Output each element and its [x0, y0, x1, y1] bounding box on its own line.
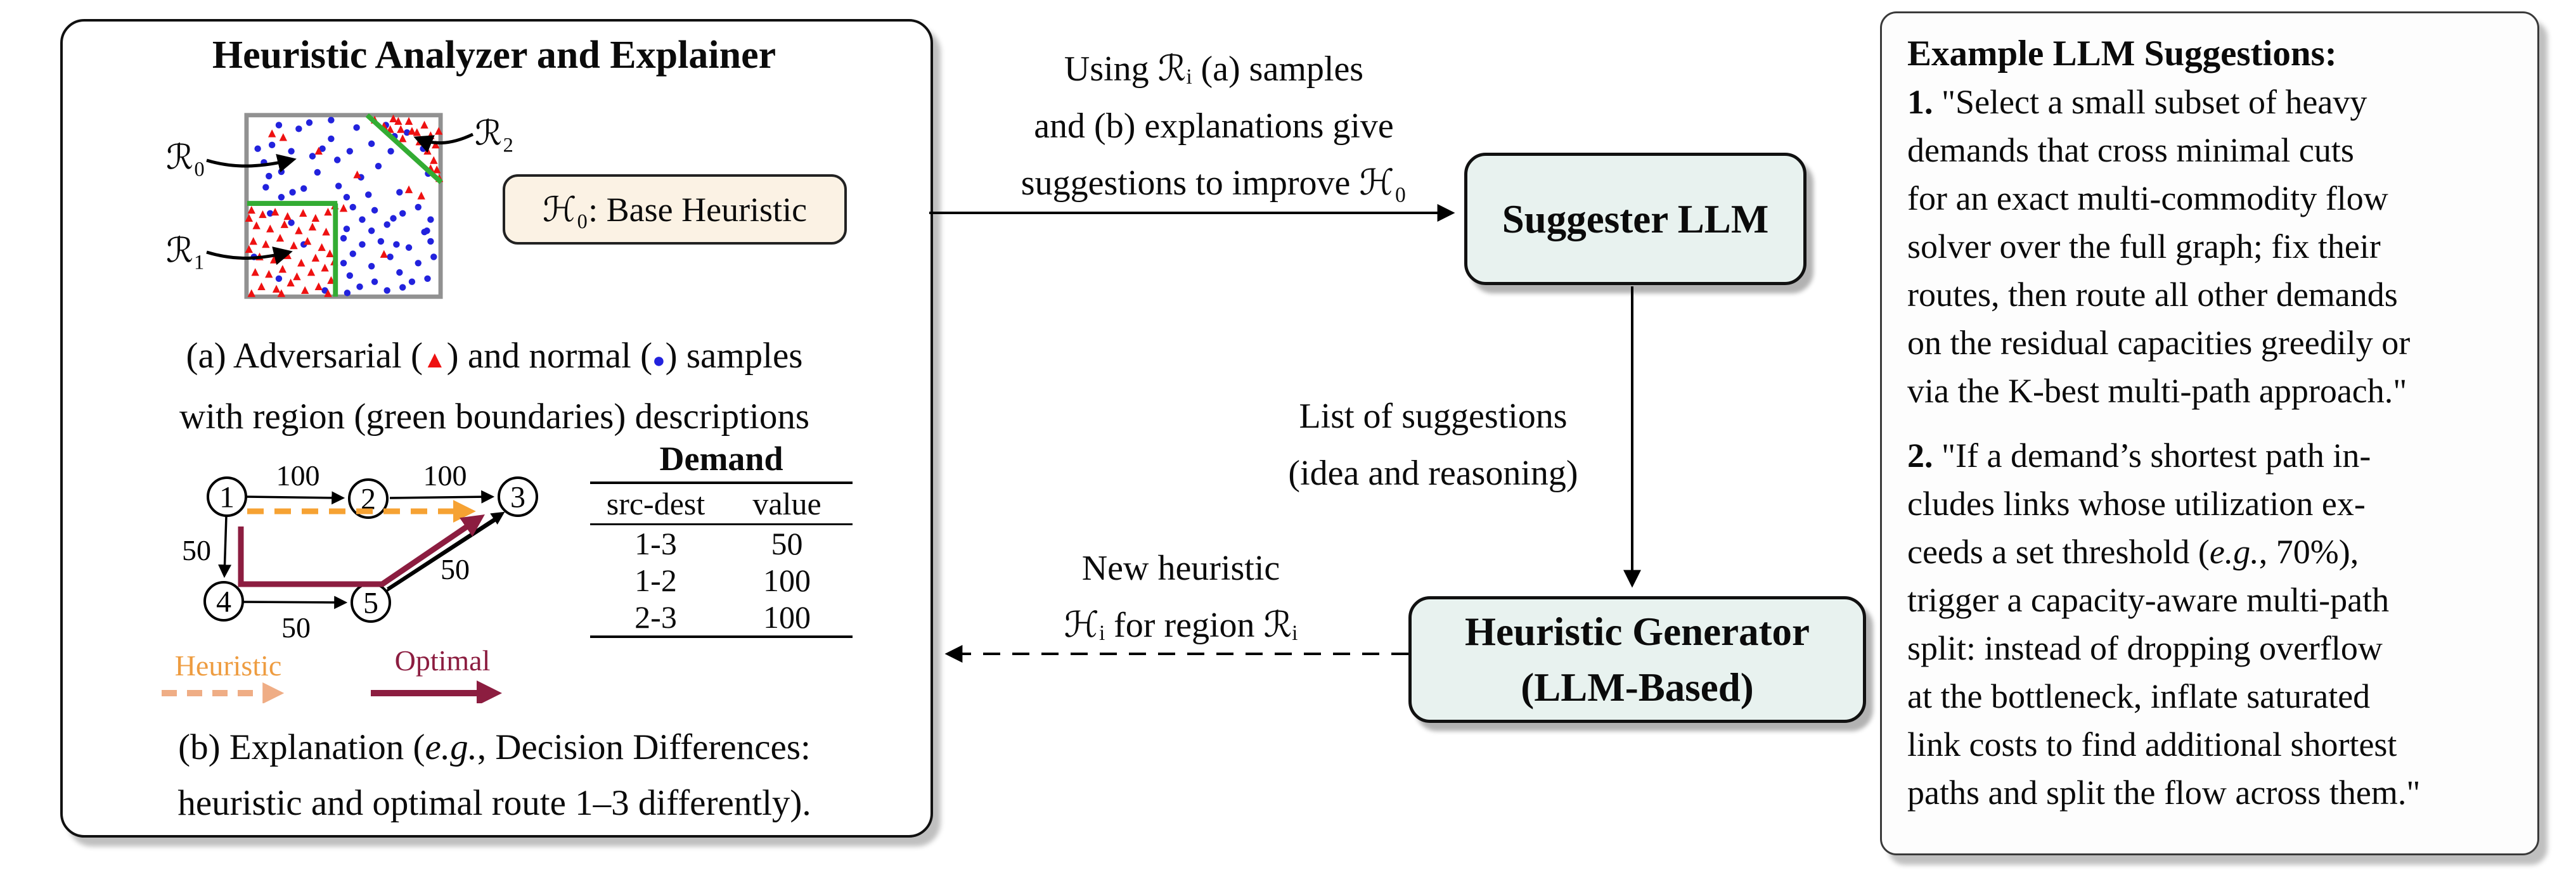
optimal-path [238, 514, 485, 587]
demand-bottom-rule [590, 635, 853, 638]
node-2 [348, 478, 389, 519]
demand-cell: 1-2 [634, 563, 677, 598]
heuristic-generator-box: Heuristic Generator (LLM-Based) [1408, 596, 1866, 723]
demand-table-title: Demand [659, 440, 783, 478]
caption-a: (a) Adversarial (▲) and normal (●) sampl… [179, 336, 810, 437]
node-5-label: 5 [363, 587, 378, 620]
arrow-analyzer-to-suggester [929, 204, 1455, 222]
suggestion-2: 2. "If a demand’s shortest path in- clud… [1907, 437, 2421, 812]
suggestions-panel: Example LLM Suggestions: 1. "Select a sm… [1880, 11, 2539, 855]
demand-cell: 100 [763, 599, 811, 635]
dashed-arrow-generator-to-analyzer [944, 645, 1408, 663]
demand-top-rule [590, 482, 853, 484]
heuristic-generator-label: Heuristic Generator (LLM-Based) [1464, 609, 1810, 710]
edge-1-4 [218, 515, 232, 578]
demand-table: Demand src-dest value 1-3 50 1-2 100 2-3… [590, 436, 853, 638]
node-4-label: 4 [216, 585, 231, 619]
legend-optimal-label: Optimal [395, 644, 491, 677]
suggester-llm-label: Suggester LLM [1502, 196, 1769, 241]
legend-heuristic-label: Heuristic [175, 649, 282, 682]
base-heuristic-label: ℋ₀: Base Heuristic [542, 191, 808, 229]
edge-1-2 [245, 491, 345, 505]
node-3-label: 3 [510, 481, 525, 514]
routing-graph: 1 2 3 4 5 100 100 50 50 50 Heuristic Opt… [162, 461, 538, 703]
edge-2-3 [389, 490, 495, 504]
using-samples-text: Using ℛᵢ (a) samples and (b) explanation… [1021, 49, 1407, 203]
graph-nodes: 1 2 3 4 5 [203, 476, 538, 623]
suggester-llm-box: Suggester LLM [1464, 153, 1806, 285]
list-of-suggestions-text: List of suggestions (idea and reasoning) [1288, 397, 1578, 493]
node-3 [498, 476, 538, 517]
region-label-r2: ℛ₂ [475, 114, 514, 153]
demand-cell: 50 [771, 526, 803, 561]
demand-col-srcdest: src-dest [606, 486, 705, 521]
new-heuristic-text: New heuristic ℋᵢ for region ℛᵢ [1064, 549, 1298, 645]
edge-label-4-5: 50 [281, 611, 311, 644]
node-4 [203, 581, 244, 622]
demand-col-value: value [752, 486, 821, 521]
node-1 [207, 476, 247, 517]
edge-label-1-4: 50 [182, 534, 211, 566]
caption-b: (b) Explanation (e.g., Decision Differen… [177, 727, 811, 823]
demand-header-row: src-dest value [590, 484, 853, 523]
table-row: 1-3 50 [590, 525, 853, 562]
region-boundary-diagonal [365, 113, 443, 184]
edge-label-2-3: 100 [423, 461, 467, 492]
base-heuristic-chip: ℋ₀: Base Heuristic [503, 174, 847, 245]
suggestions-title: Example LLM Suggestions: [1907, 34, 2337, 73]
demand-cell: 2-3 [634, 599, 677, 635]
analyzer-title: Heuristic Analyzer and Explainer [212, 34, 776, 77]
demand-mid-rule [590, 523, 853, 525]
graph-legend: Heuristic Optimal [162, 644, 502, 703]
edge-4-5 [242, 596, 348, 609]
adversarial-scatter-plot [244, 113, 443, 299]
region-label-r1: ℛ₁ [166, 231, 205, 270]
arrow-suggester-to-generator [1623, 286, 1641, 588]
suggestion-1: 1. "Select a small subset of heavy deman… [1907, 83, 2411, 410]
demand-cell: 100 [763, 563, 811, 598]
table-row: 2-3 100 [590, 599, 853, 635]
edge-label-5-3: 50 [441, 553, 470, 585]
region-label-r0: ℛ₀ [166, 138, 205, 177]
table-row: 1-2 100 [590, 562, 853, 599]
node-1-label: 1 [219, 481, 235, 514]
edge-label-1-2: 100 [276, 461, 320, 492]
demand-cell: 1-3 [634, 526, 677, 561]
